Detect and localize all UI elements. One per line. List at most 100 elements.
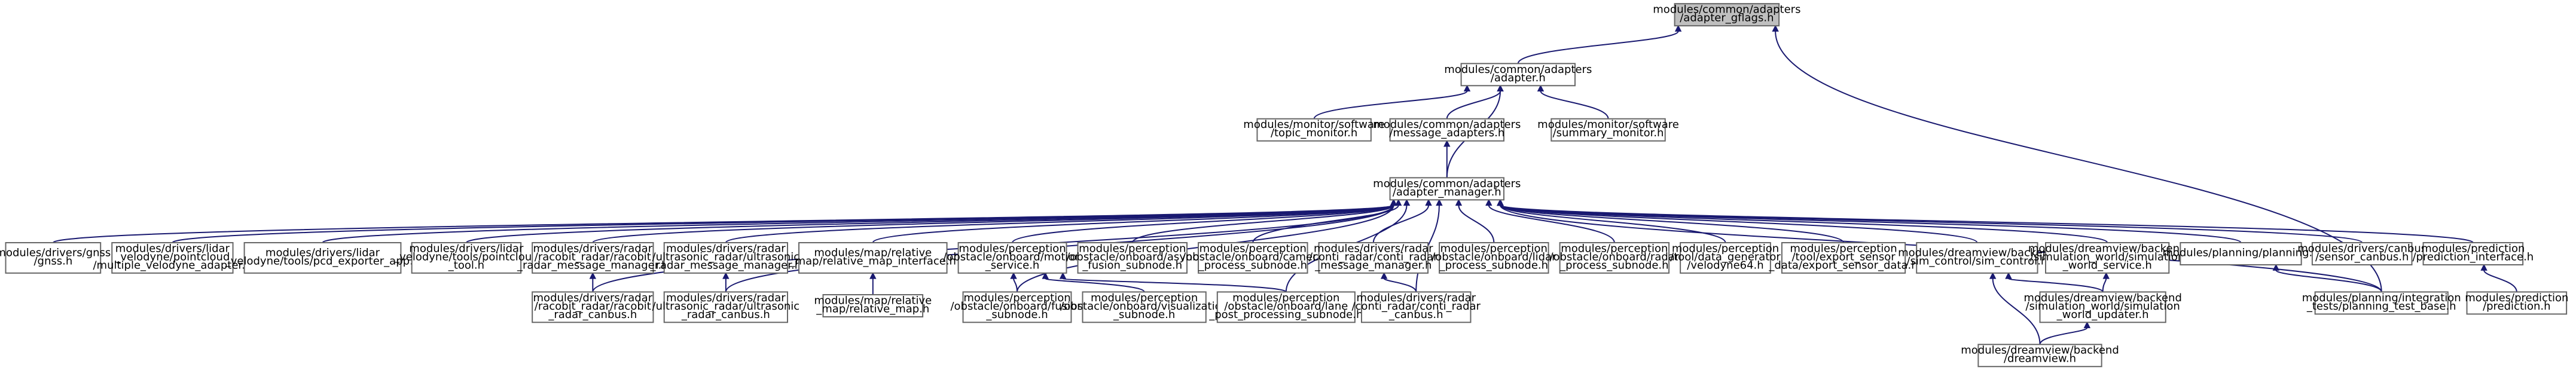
- edge-simulation-world-updater-to-simulation-world-service: [2102, 278, 2107, 292]
- node-label-line: modules/prediction: [2421, 242, 2525, 255]
- node-summary-monitor[interactable]: modules/monitor/software/summary_monitor…: [1537, 118, 1679, 142]
- node-pcd-exporter-app[interactable]: modules/drivers/lidar_velodyne/tools/pcd…: [225, 241, 420, 274]
- node-label-line: /topic_monitor.h: [1271, 127, 1357, 139]
- node-conti-radar-message-manager[interactable]: modules/drivers/radar/conti_radar/conti_…: [1309, 241, 1438, 274]
- node-label: modules/dreamview/backend/simulation_wor…: [2023, 292, 2182, 321]
- node-label-line: _radar_canbus.h: [681, 308, 770, 321]
- node-adapter-manager[interactable]: modules/common/adapters/adapter_manager.…: [1373, 177, 1521, 201]
- node-box: [2314, 291, 2449, 315]
- node-lane-post-processing-subnode[interactable]: modules/perception/obstacle/onboard/lane…: [1208, 291, 1363, 323]
- node-label: modules/perception/obstacle/onboard/rada…: [1549, 242, 1679, 271]
- node-prediction-interface[interactable]: modules/prediction/prediction_interface.…: [2412, 241, 2534, 265]
- node-label-line: _fusion_subnode.h: [1082, 259, 1182, 271]
- node-planning-test-base[interactable]: modules/planning/integration_tests/plann…: [2302, 291, 2461, 315]
- node-label-line: modules/perception: [963, 292, 1070, 304]
- node-sim-control[interactable]: modules/dreamview/backend/sim_control/si…: [1898, 241, 2056, 274]
- node-label-line: modules/common/adapters: [1444, 63, 1592, 76]
- node-label-line: modules/dreamview/backend: [2023, 292, 2182, 304]
- edge-arrowhead: [2272, 264, 2280, 271]
- node-label-line: _world_updater.h: [2056, 308, 2149, 321]
- node-label-line: modules/drivers/radar: [1314, 242, 1433, 255]
- node-box: [798, 241, 948, 274]
- node-simulation-world-updater[interactable]: modules/dreamview/backend/simulation_wor…: [2023, 291, 2182, 323]
- edge-async-fusion-subnode-to-adapter-manager: [1131, 204, 1394, 243]
- node-label-line: modules/planning/integration: [2302, 292, 2461, 304]
- node-label-line: /conti_radar/conti_radar: [1309, 250, 1438, 263]
- node-box: [411, 241, 522, 274]
- node-conti-radar-canbus[interactable]: modules/drivers/radar/conti_radar/conti_…: [1351, 291, 1481, 323]
- node-box: [1916, 241, 2038, 274]
- node-label-line: /simulation_world/simulation: [2025, 300, 2180, 313]
- node-label-line: /adapter_gflags.h: [1680, 12, 1774, 25]
- node-label: modules/drivers/radar/racobit_radar/raco…: [533, 292, 653, 321]
- edge-radar-process-subnode-to-adapter-manager: [1488, 204, 1615, 243]
- node-multiple-velodyne-adapter[interactable]: modules/drivers/lidar_velodyne/pointclou…: [93, 241, 252, 274]
- edge-arrowhead: [1989, 272, 1997, 279]
- node-label-line: _velodyne/tools/pcd_exporter_app.h: [225, 255, 420, 267]
- node-box: [1082, 291, 1207, 323]
- node-label: modules/perception/tool/data_generator/v…: [1670, 242, 1781, 271]
- node-message-adapters[interactable]: modules/common/adapters/message_adapters…: [1373, 118, 1521, 142]
- node-box: [2466, 291, 2568, 315]
- node-label: modules/common/adapters/adapter.h: [1444, 63, 1592, 84]
- node-gnss[interactable]: modules/drivers/gnss/gnss.h: [0, 241, 111, 274]
- node-relative-map-interface[interactable]: modules/map/relative_map/relative_map_in…: [789, 241, 956, 274]
- node-label-line: _process_subnode.h: [1439, 259, 1548, 271]
- node-label-line: modules/drivers/lidar: [409, 242, 524, 255]
- edge-message-adapters-to-adapter: [1446, 90, 1501, 119]
- node-relative-map[interactable]: modules/map/relative_map/relative_map.h: [814, 294, 932, 318]
- node-radar-process-subnode[interactable]: modules/perception/obstacle/onboard/rada…: [1549, 241, 1680, 274]
- node-label: modules/dreamview/backend/dreamview.h: [1961, 344, 2119, 365]
- node-label-line: /multiple_velodyne_adapter.h: [93, 259, 252, 271]
- node-box: [962, 291, 1072, 323]
- node-simulation-world-service[interactable]: modules/dreamview/backend/simulation_wor…: [2028, 241, 2187, 274]
- node-adapter-gflags[interactable]: modules/common/adapters/adapter_gflags.h: [1653, 3, 1800, 27]
- node-label-line: /tool/data_generator: [1670, 250, 1781, 263]
- edges-layer: [52, 25, 2517, 345]
- node-prediction[interactable]: modules/prediction/prediction.h: [2465, 291, 2568, 315]
- node-label: modules/dreamview/backend/sim_control/si…: [1898, 246, 2056, 267]
- edge-export-sensor-data-to-adapter-manager: [1499, 204, 1845, 243]
- node-fusion-subnode[interactable]: modules/perception/obstacle/onboard/fusi…: [950, 291, 1083, 323]
- node-box: [1389, 177, 1504, 201]
- edge-arrowhead: [1425, 198, 1432, 206]
- node-label-line: modules/perception: [959, 242, 1066, 255]
- node-label-line: /obstacle/onboard/fusion: [950, 300, 1083, 313]
- node-dreamview[interactable]: modules/dreamview/backend/dreamview.h: [1961, 344, 2119, 368]
- node-ultrasonic-radar-canbus[interactable]: modules/drivers/radar/ultrasonic_radar/u…: [652, 291, 800, 323]
- node-label: modules/drivers/lidar_velodyne/pointclou…: [93, 242, 252, 271]
- node-label: modules/drivers/lidar_velodyne/tools/poi…: [393, 242, 539, 271]
- node-motion-service[interactable]: modules/perception/obstacle/onboard/moti…: [943, 241, 1082, 274]
- node-camera-process-subnode[interactable]: modules/perception/obstacle/onboard/came…: [1182, 241, 1324, 274]
- node-adapter[interactable]: modules/common/adapters/adapter.h: [1444, 63, 1592, 87]
- node-label-line: modules/perception: [1561, 242, 1668, 255]
- node-racobit-radar-canbus[interactable]: modules/drivers/radar/racobit_radar/raco…: [532, 291, 654, 323]
- node-label-line: modules/perception: [1672, 242, 1779, 255]
- node-planning[interactable]: modules/planning/planning.h: [2162, 241, 2319, 265]
- node-velodyne64[interactable]: modules/perception/tool/data_generator/v…: [1670, 241, 1781, 274]
- node-export-sensor-data[interactable]: modules/perception/tool/export_sensor_da…: [1768, 241, 1918, 274]
- node-ultrasonic-radar-message-manager[interactable]: modules/drivers/radar/ultrasonic_radar/u…: [650, 241, 802, 274]
- node-label-line: /summary_monitor.h: [1553, 127, 1664, 139]
- edge-motion-service-to-adapter-manager: [1012, 204, 1394, 243]
- node-label: modules/drivers/gnss/gnss.h: [0, 246, 111, 267]
- edge-arrowhead: [1497, 198, 1504, 206]
- node-async-fusion-subnode[interactable]: modules/perception/obstacle/onboard/asyn…: [1066, 241, 1198, 274]
- node-label: modules/map/relative_map/relative_map_in…: [789, 246, 956, 267]
- node-visualization-subnode[interactable]: modules/perception/obstacle/onboard/visu…: [1060, 291, 1228, 323]
- node-label-line: modules/common/adapters: [1373, 118, 1521, 131]
- edge-dreamview-to-simulation-world-updater: [2039, 327, 2088, 345]
- edge-arrowhead: [1042, 272, 1049, 279]
- node-label-line: /gnss.h: [33, 255, 72, 267]
- node-label-line: modules/common/adapters: [1373, 178, 1521, 190]
- node-label: modules/perception/obstacle/onboard/visu…: [1060, 292, 1228, 321]
- node-pointcloud-tool[interactable]: modules/drivers/lidar_velodyne/tools/poi…: [393, 241, 539, 274]
- node-canbus-sensor[interactable]: modules/drivers/canbus/sensor_canbus.h: [2297, 241, 2427, 265]
- node-topic-monitor[interactable]: modules/monitor/software/topic_monitor.h: [1243, 118, 1385, 142]
- node-label: modules/prediction/prediction_interface.…: [2412, 242, 2534, 263]
- node-label-line: modules/perception: [1200, 242, 1307, 255]
- node-racobit-radar-message-manager[interactable]: modules/drivers/radar/racobit_radar/raco…: [517, 241, 669, 274]
- node-lidar-process-subnode[interactable]: modules/perception/obstacle/onboard/lida…: [1432, 241, 1556, 274]
- node-label-line: /obstacle/onboard/motion: [943, 250, 1082, 263]
